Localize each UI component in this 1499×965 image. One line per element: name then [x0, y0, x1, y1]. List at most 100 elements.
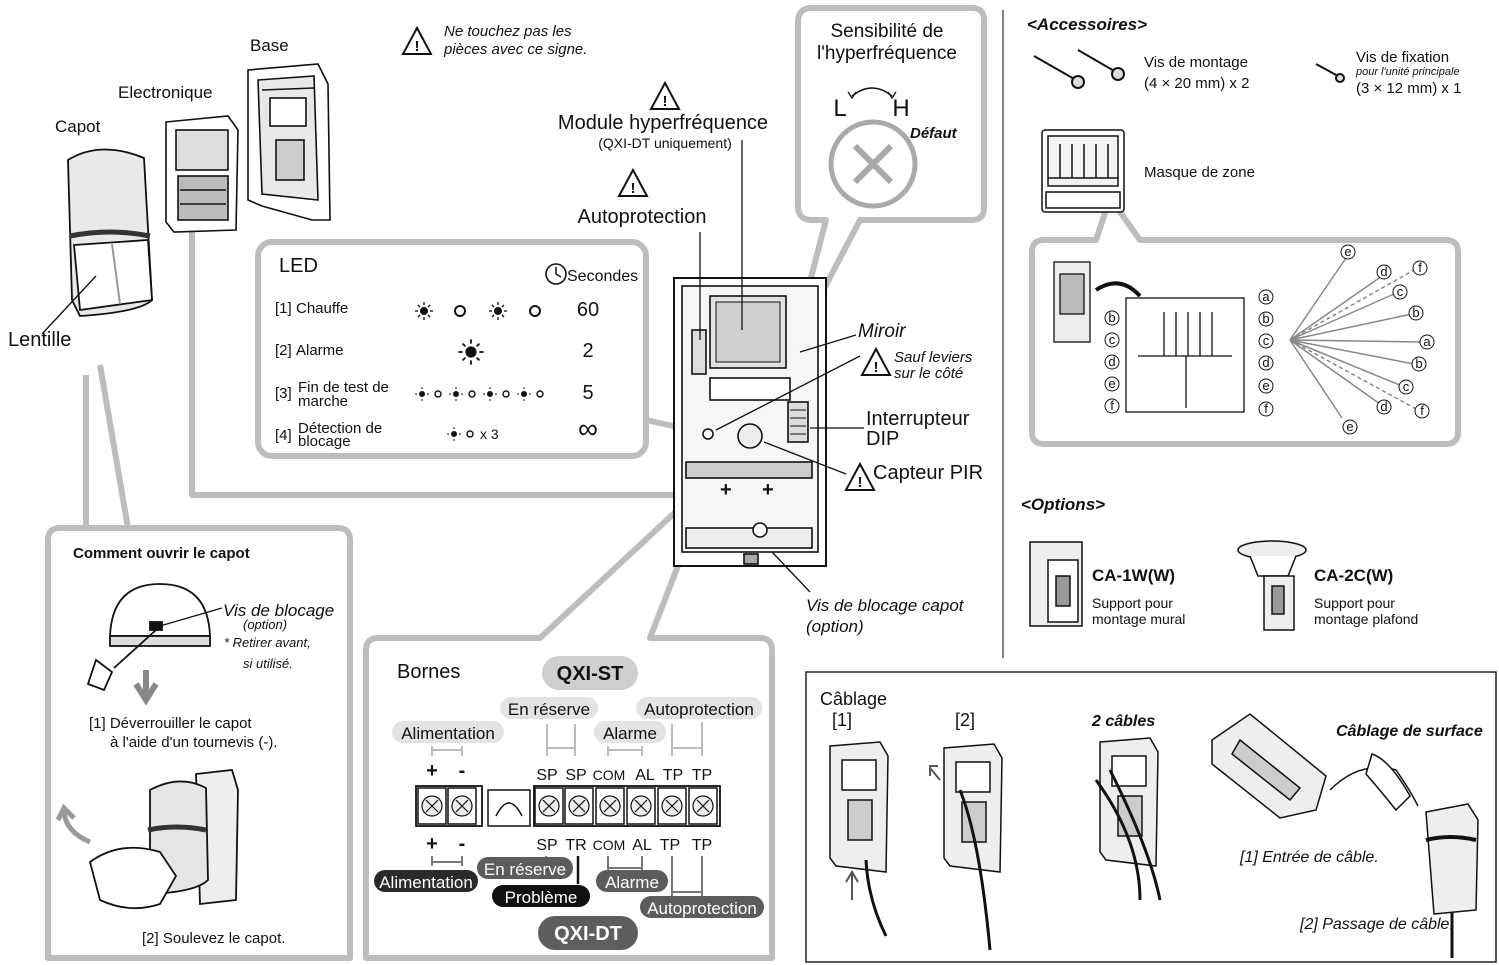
led-row-1-value: 60: [577, 299, 599, 321]
callout-frames: [45, 5, 1461, 961]
dip-switch[interactable]: [787, 401, 809, 443]
led-row-1-label: Chauffe: [296, 300, 348, 317]
options-title: <Options>: [1021, 495, 1105, 514]
mounting-screws-icon: [1033, 49, 1125, 89]
st-alarme-pill: Alarme: [594, 721, 666, 743]
svg-text:d: d: [1380, 399, 1387, 414]
zone-fan-lines: [1289, 257, 1423, 419]
svg-text:e: e: [1262, 378, 1269, 393]
part-capot-illustration: [67, 148, 153, 317]
wiring-two-cables: 2 câbles: [1091, 713, 1155, 730]
led-blink-icon: [446, 426, 462, 442]
svg-text:En réserve: En réserve: [508, 700, 590, 719]
open-cover-frame: [45, 525, 353, 961]
svg-text:Alarme: Alarme: [605, 873, 659, 892]
clock-icon: [545, 263, 567, 285]
open-cover-step1-2: à l'aide d'un tournevis (-).: [110, 734, 277, 751]
dt-en-reserve-pill: En réserve: [477, 857, 573, 879]
led-row-2-value: 2: [582, 340, 593, 362]
open-cover-option: (option): [243, 617, 287, 632]
unit-plus-2: +: [762, 479, 774, 501]
led-blink-icon: [516, 386, 532, 402]
led-row-4-label: Détection de: [298, 420, 382, 437]
label-module: Module hyperfréquence: [558, 112, 768, 134]
label-lentille: Lentille: [8, 329, 71, 351]
svg-text:f: f: [1420, 403, 1424, 418]
surface-wiring-illustration: [1211, 713, 1479, 958]
led-row-4-extra: x 3: [480, 426, 499, 442]
svg-text:b: b: [1412, 305, 1419, 320]
dt-minus: -: [459, 833, 466, 855]
sensitivity-low: L: [833, 95, 846, 122]
qxi-st-badge: QXI-ST: [542, 656, 638, 690]
electronics-connector: [189, 210, 685, 498]
zone-mask-frame: [1029, 195, 1461, 447]
wiring-step2: [2]: [955, 710, 975, 730]
st-autoprotection-pill: Autoprotection: [636, 697, 762, 719]
svg-text:Problème: Problème: [505, 888, 578, 907]
label-pir: Capteur PIR: [873, 462, 983, 484]
led-box-frame: [255, 239, 649, 459]
led-row-4-num: [4]: [275, 427, 292, 444]
st-term-label: SP: [565, 767, 586, 784]
svg-text:b: b: [1262, 311, 1269, 326]
tamper-switch: [691, 329, 707, 375]
vis-montage-size: (4 × 20 mm) x 2: [1144, 75, 1249, 92]
dt-plus: +: [426, 833, 438, 855]
screw-terminal: [595, 787, 625, 825]
led-blink-icon: [482, 386, 498, 402]
led-row-3-label: Fin de test de: [298, 379, 389, 396]
dt-term-label: TP: [660, 837, 680, 854]
module-warning-icon: [650, 82, 680, 111]
svg-text:e: e: [1108, 376, 1115, 391]
label-autoprotection: Autoprotection: [578, 206, 707, 228]
open-cover-step2: [2] Soulevez le capot.: [142, 930, 285, 947]
dt-alimentation-pill: Alimentation: [374, 870, 478, 892]
vis-fixation-sub: pour l'unité principale: [1355, 66, 1460, 78]
label-module-sub: (QXI-DT uniquement): [598, 135, 732, 151]
masque-label: Masque de zone: [1144, 164, 1255, 181]
part-base-illustration: [247, 63, 331, 221]
led-row-3-num: [3]: [275, 385, 292, 402]
screw-terminal: [534, 787, 564, 825]
sauf-warning-icon: [861, 348, 891, 377]
svg-text:c: c: [1397, 284, 1404, 299]
dt-term-label: TR: [565, 837, 586, 854]
vis-fixation-size: (3 × 12 mm) x 1: [1356, 80, 1461, 97]
terminal-block: [415, 785, 721, 827]
svg-text:Alimentation: Alimentation: [401, 724, 495, 743]
autoprotection-warning-icon: [618, 169, 648, 198]
main-unit-illustration: [673, 277, 827, 567]
screw-terminal: [564, 787, 594, 825]
svg-text:En réserve: En réserve: [484, 860, 566, 879]
st-minus: -: [459, 760, 466, 782]
ceiling-bracket-icon: [1237, 540, 1307, 631]
svg-text:Alimentation: Alimentation: [379, 873, 473, 892]
pir-sensor: [737, 423, 763, 449]
sensitivity-potentiometer[interactable]: [828, 119, 918, 209]
screw-terminal: [657, 787, 687, 825]
wiring-base-1-illustration: [829, 741, 889, 937]
fixing-screw-icon: [1315, 63, 1345, 83]
zone-letters-left: b c d e f: [1104, 310, 1120, 414]
ca2-line2: montage plafond: [1314, 611, 1418, 627]
svg-text:e: e: [1346, 419, 1353, 434]
zone-letters-fan: e d f c b a b c d f e: [1340, 244, 1435, 435]
led-off-icon: [454, 305, 466, 317]
svg-text:f: f: [1418, 260, 1422, 275]
svg-text:f: f: [1264, 401, 1268, 416]
warning-note-line1: Ne touchez pas les: [444, 23, 572, 40]
wiring-frame: [805, 671, 1497, 963]
led-seconds-label: Secondes: [567, 268, 638, 285]
part-electronics-illustration: [165, 115, 239, 233]
arrow-down-icon: [133, 670, 159, 706]
wiring-passage: [2] Passage de câble.: [1299, 916, 1454, 933]
svg-text:c: c: [1263, 333, 1270, 348]
svg-text:Autoprotection: Autoprotection: [647, 899, 757, 918]
led-off-icon: [529, 305, 541, 317]
cover-top-view-illustration: [86, 583, 211, 692]
arrow-up-icon: [845, 870, 859, 900]
label-electronique: Electronique: [118, 83, 213, 102]
dt-term-label: SP: [536, 837, 557, 854]
